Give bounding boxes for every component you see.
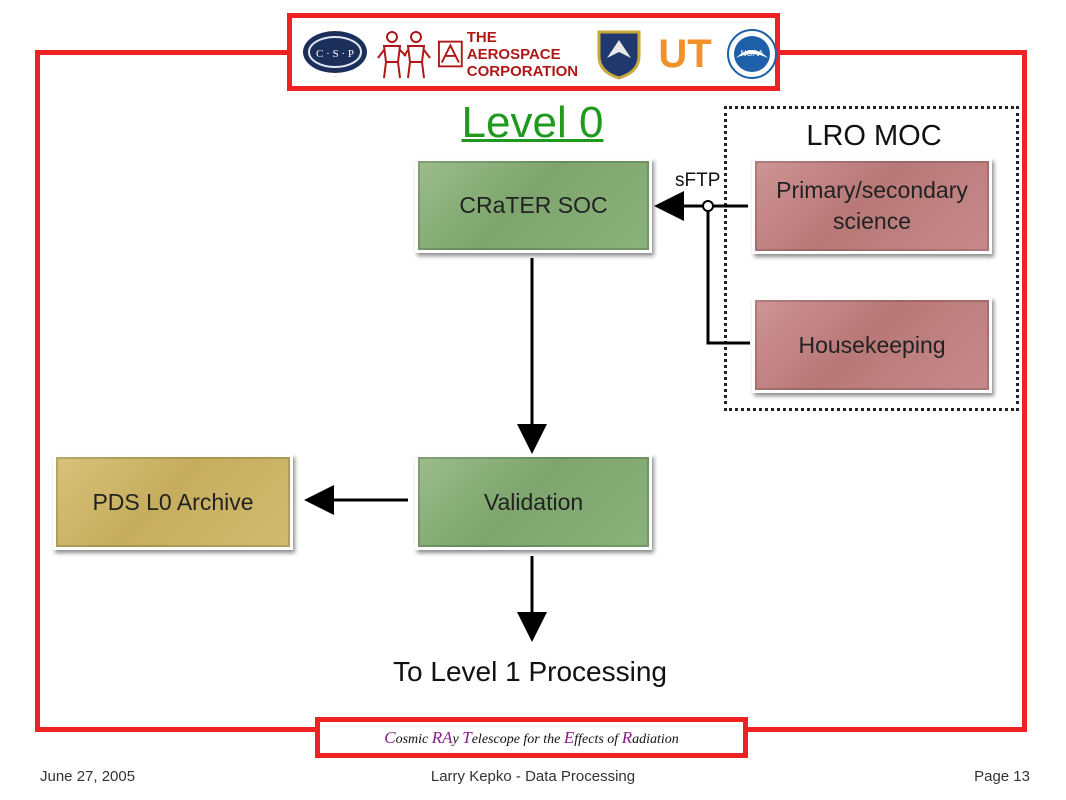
ut-logo: UT [658, 32, 712, 76]
housekeeping-label: Housekeeping [798, 331, 946, 358]
junction-node [702, 200, 714, 212]
housekeeping-line [706, 206, 750, 345]
crater-banner: Cosmic RAy Telescope for the Effects of … [315, 717, 748, 758]
level-title: Level 0 [461, 98, 604, 147]
aerospace-mark-icon [438, 40, 463, 68]
svg-text:NOAA: NOAA [741, 49, 764, 58]
footer-date: June 27, 2005 [40, 768, 136, 785]
afrl-shield-logo [597, 30, 641, 80]
svg-text:·: · [334, 74, 336, 80]
validation-box: Validation [415, 454, 652, 550]
lro-moc-title: LRO MOC [806, 120, 942, 152]
aerospace-logo: THE AEROSPACE CORPORATION [438, 28, 588, 80]
footer-page-number: Page 13 [974, 768, 1030, 785]
footer-author: Larry Kepko - Data Processing [430, 768, 636, 785]
crater-soc-box: CRaTER SOC [415, 158, 652, 253]
aerospace-line1: THE AEROSPACE [466, 28, 561, 63]
figures-logo [377, 31, 431, 79]
banner-text: Cosmic RAy Telescope for the Effects of … [384, 727, 679, 747]
pds-archive-box: PDS L0 Archive [53, 454, 293, 550]
housekeeping-box: Housekeeping [752, 297, 992, 393]
crater-soc-label: CRaTER SOC [459, 192, 608, 218]
to-level1-label: To Level 1 Processing [393, 656, 667, 687]
aerospace-line2: CORPORATION [466, 62, 579, 80]
pds-archive-label: PDS L0 Archive [92, 488, 254, 515]
primary-science-label: Primary/secondary science [776, 177, 968, 234]
logo-bar: C · S · P · THE AEROSPACE CORPORATION UT… [287, 13, 780, 91]
validation-label: Validation [483, 488, 584, 515]
noaa-logo: NOAA [727, 29, 777, 79]
lro-moc-region [724, 106, 1019, 411]
svg-text:C · S · P: C · S · P [316, 48, 354, 60]
sftp-label: sFTP [675, 170, 721, 191]
primary-science-box: Primary/secondary science [752, 158, 992, 254]
csp-logo: C · S · P · [303, 31, 367, 80]
